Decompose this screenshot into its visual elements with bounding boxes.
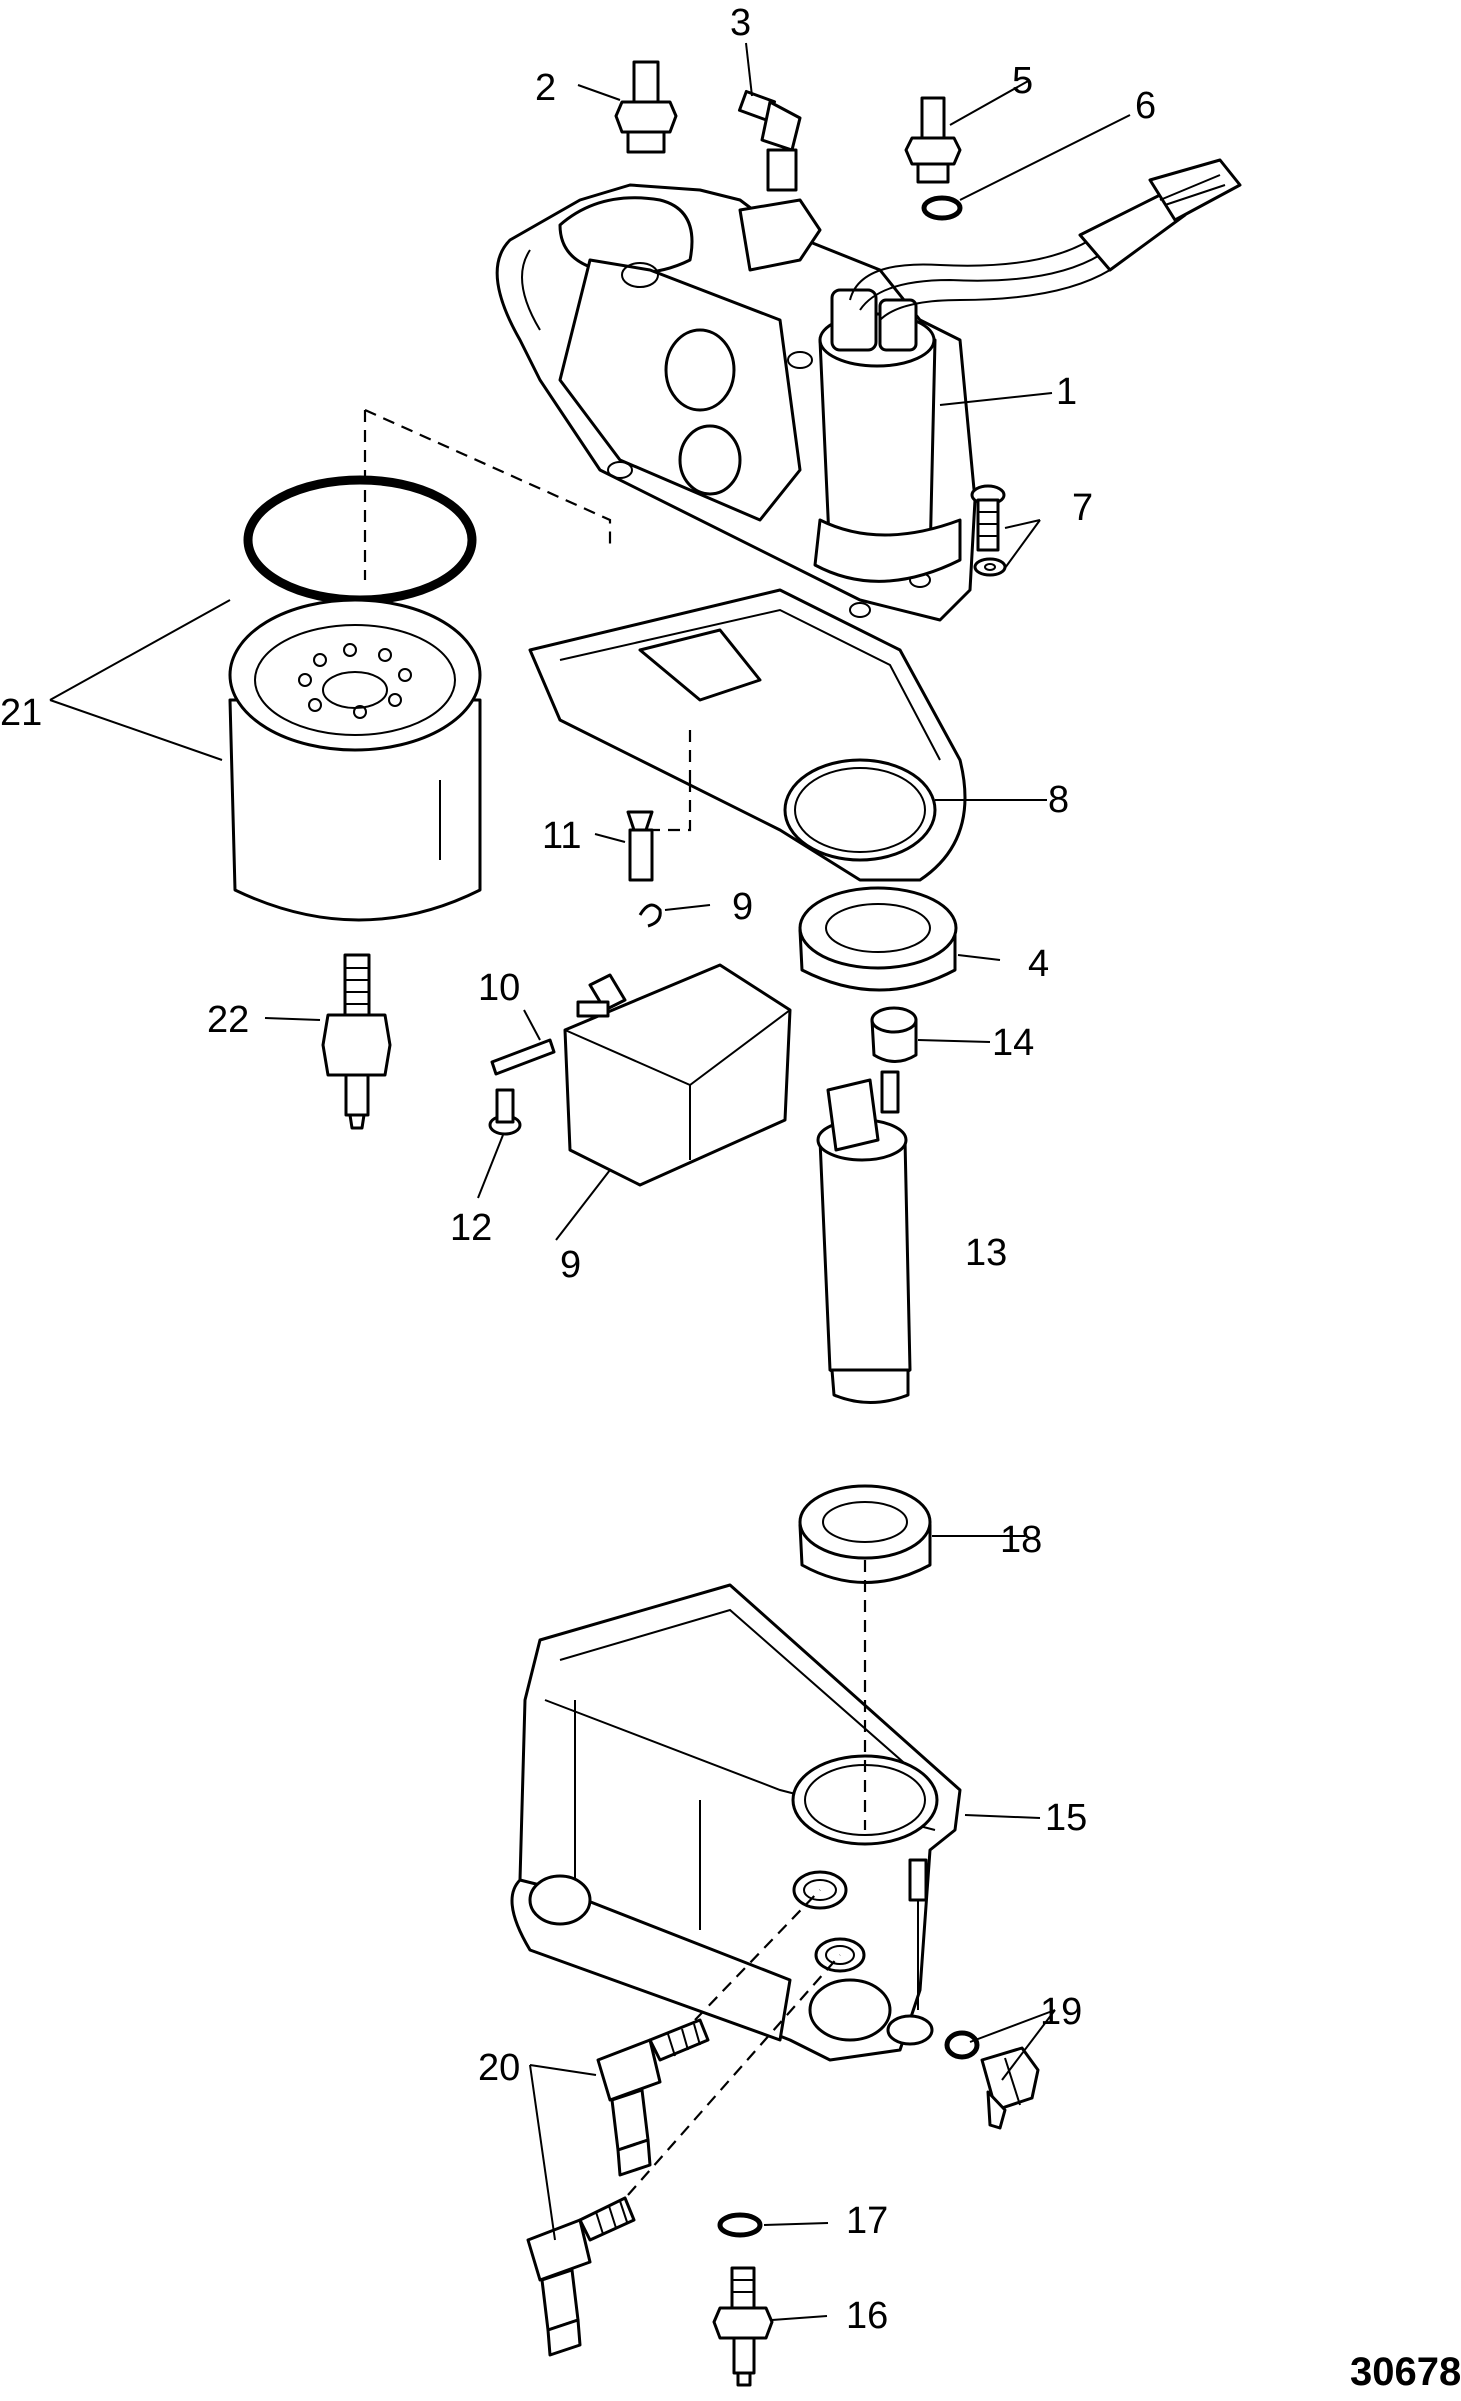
part-11-valve — [626, 810, 654, 882]
callout-6: 6 — [1135, 85, 1156, 127]
callout-9b: 9 — [560, 1244, 581, 1286]
part-2-fitting — [614, 60, 678, 154]
part-14-grommet — [870, 1006, 918, 1063]
callout-19: 19 — [1040, 1991, 1082, 2033]
callout-7: 7 — [1072, 487, 1093, 529]
callout-13: 13 — [965, 1232, 1007, 1274]
callout-14: 14 — [992, 1022, 1034, 1064]
callout-15: 15 — [1045, 1797, 1087, 1839]
callout-10: 10 — [478, 967, 520, 1009]
part-4-insulator — [798, 886, 958, 992]
leader-lines — [49, 42, 1131, 2321]
part-10-pin — [490, 1038, 556, 1076]
part-6-o-ring — [921, 195, 963, 221]
callout-22: 22 — [207, 999, 249, 1041]
part-22-sensor — [321, 953, 392, 1130]
dashed-alignment-lines — [363, 408, 867, 2196]
callout-21: 21 — [0, 692, 42, 734]
callout-5: 5 — [1012, 60, 1033, 102]
part-15-housing — [510, 1583, 962, 2062]
part-9-cover — [563, 963, 792, 1187]
callout-17: 17 — [846, 2200, 888, 2242]
callout-18: 18 — [1000, 1519, 1042, 1561]
callout-8: 8 — [1048, 779, 1069, 821]
callout-16: 16 — [846, 2295, 888, 2337]
part-16-fitting — [712, 2266, 774, 2387]
part-7-screw — [970, 484, 1007, 577]
part-18-seal — [798, 1484, 932, 1584]
part-21-seal-ring — [243, 475, 477, 605]
part-17-o-ring — [717, 2212, 763, 2238]
part-19-drain-plug — [944, 2030, 1040, 2130]
part-13-fuel-pump — [816, 1070, 912, 1404]
part-20-elbow-lower — [526, 2196, 636, 2357]
part-21-filter — [228, 598, 482, 922]
part-5-fitting — [904, 96, 962, 184]
callout-3: 3 — [730, 2, 751, 44]
part-3-elbow — [737, 89, 802, 192]
callout-11: 11 — [542, 815, 581, 857]
callout-4: 4 — [1028, 943, 1049, 985]
callout-20: 20 — [478, 2047, 520, 2089]
part-12-screw — [488, 1088, 522, 1136]
callout-1: 1 — [1056, 371, 1077, 413]
figure-number: 30678 — [1350, 2350, 1461, 2394]
part-9-clip — [638, 903, 662, 928]
callout-12: 12 — [450, 1207, 492, 1249]
callout-2: 2 — [535, 67, 556, 109]
part-20-elbow-upper — [596, 2018, 710, 2177]
callout-9a: 9 — [732, 886, 753, 928]
part-8-gasket — [528, 588, 967, 882]
part-1-housing — [495, 158, 1242, 622]
